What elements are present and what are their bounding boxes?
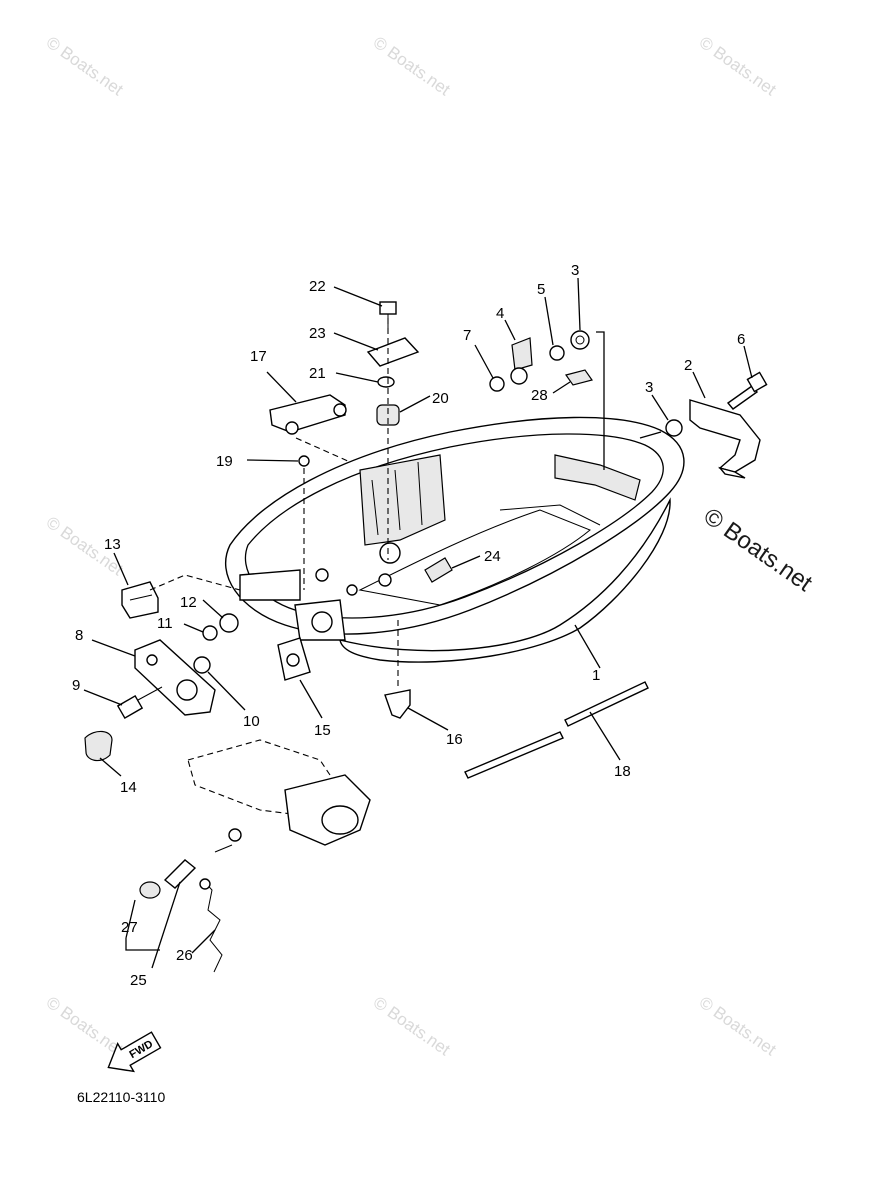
callout-1: 1 bbox=[592, 667, 600, 684]
callout-13: 13 bbox=[104, 536, 121, 553]
callout-5: 5 bbox=[537, 281, 545, 298]
part-code: 6L22110-3110 bbox=[77, 1089, 165, 1105]
part-21-collar bbox=[377, 376, 395, 388]
watermark: © Boats.net bbox=[43, 33, 127, 100]
callout-2: 2 bbox=[684, 357, 692, 374]
callout-25: 25 bbox=[130, 972, 147, 989]
part-14-cap bbox=[84, 730, 113, 762]
callout-15: 15 bbox=[314, 722, 331, 739]
callout-24: 24 bbox=[484, 548, 501, 565]
side-watermark: © Boats.net bbox=[699, 503, 818, 597]
callout-11: 11 bbox=[157, 615, 173, 632]
callout-4: 4 bbox=[496, 305, 504, 322]
watermark: © Boats.net bbox=[370, 33, 454, 100]
callout-3: 3 bbox=[571, 262, 579, 279]
part-22-bolt bbox=[379, 301, 397, 328]
part-24-sensor bbox=[424, 557, 453, 583]
bottom-cowling bbox=[225, 416, 685, 663]
callout-14: 14 bbox=[120, 779, 137, 796]
callout-21: 21 bbox=[309, 365, 326, 382]
part-4-grommet bbox=[511, 337, 533, 371]
watermark: © Boats.net bbox=[696, 33, 780, 100]
part-18-rod bbox=[464, 681, 649, 779]
part-6-bolt bbox=[726, 371, 768, 410]
part-12-plug bbox=[219, 613, 239, 633]
part-10-nut bbox=[193, 656, 211, 674]
part-3-washer bbox=[570, 330, 590, 350]
callout-17: 17 bbox=[250, 348, 267, 365]
callout-20: 20 bbox=[432, 390, 449, 407]
part-28-label bbox=[565, 369, 593, 386]
part-7-nut bbox=[489, 376, 505, 392]
callout-12: 12 bbox=[180, 594, 197, 611]
lower-unit-assembly bbox=[139, 739, 371, 973]
part-2-bracket bbox=[689, 399, 761, 479]
part-16-drain-plug bbox=[384, 689, 411, 719]
callout-16: 16 bbox=[446, 731, 463, 748]
callout-6: 6 bbox=[737, 331, 745, 348]
callouts: 1 2 3 3 4 5 6 7 8 9 10 11 12 13 14 15 16… bbox=[72, 262, 745, 989]
leader-lines bbox=[83, 277, 753, 969]
part-20-grommet bbox=[376, 404, 400, 426]
watermark: © Boats.net bbox=[370, 993, 454, 1060]
part-8-plate bbox=[134, 639, 216, 716]
part-5-nut bbox=[549, 345, 565, 361]
fwd-arrow-icon: FWD bbox=[107, 1031, 162, 1073]
callout-18: 18 bbox=[614, 763, 631, 780]
callout-27: 27 bbox=[121, 919, 138, 936]
callout-8: 8 bbox=[75, 627, 83, 644]
callout-19: 19 bbox=[216, 453, 233, 470]
callout-10: 10 bbox=[243, 713, 260, 730]
part-11-washer bbox=[202, 625, 218, 641]
part-3-washer-hole bbox=[575, 335, 585, 345]
watermark: © Boats.net bbox=[696, 993, 780, 1060]
part-23-plate bbox=[366, 337, 420, 367]
callout-22: 22 bbox=[309, 278, 326, 295]
callout-23: 23 bbox=[309, 325, 326, 342]
part-15-grommet bbox=[277, 637, 311, 681]
part-13-cap bbox=[121, 581, 159, 619]
callout-3b: 3 bbox=[645, 379, 653, 396]
part-3-washer bbox=[665, 419, 683, 437]
callout-26: 26 bbox=[176, 947, 193, 964]
part-9-screw bbox=[116, 686, 163, 720]
part-17-bracket bbox=[269, 394, 347, 435]
callout-28: 28 bbox=[531, 387, 548, 404]
watermark: © Boats.net bbox=[43, 993, 127, 1060]
part-19-screw bbox=[298, 455, 310, 467]
callout-9: 9 bbox=[72, 677, 80, 694]
callout-7: 7 bbox=[463, 327, 471, 344]
